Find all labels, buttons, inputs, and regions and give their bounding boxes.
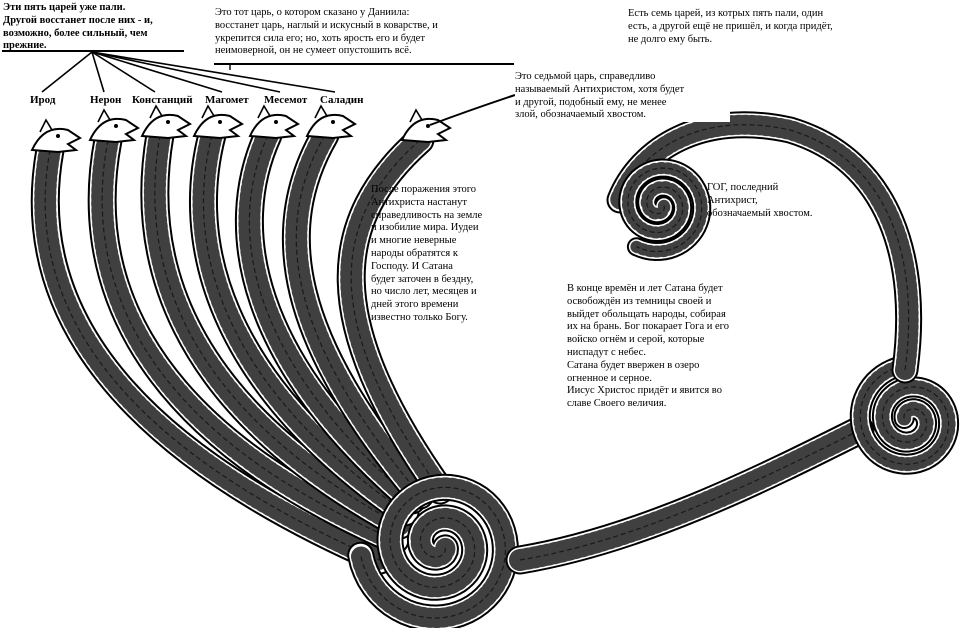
dragon-head-7	[402, 110, 450, 142]
gog-tail-spiral	[628, 168, 702, 252]
dragon-head-2	[90, 110, 138, 142]
dragon-head-6	[307, 106, 355, 138]
dragon-head-4	[194, 106, 242, 138]
head-label-neron: Нерон	[90, 94, 121, 107]
head-label-irod: Ирод	[30, 94, 55, 107]
five-kings-note: Эти пять царей уже пали. Другой восстане…	[3, 2, 183, 53]
after-defeat-note: После поражения этого Антихриста настану…	[371, 184, 521, 325]
dragon-head-3	[142, 106, 190, 138]
tail-lower	[520, 430, 860, 560]
seventh-head-pointer	[430, 95, 515, 125]
end-times-note: В конце времён и лет Сатана будет освобо…	[567, 283, 797, 411]
head-label-magomet: Магомет	[205, 94, 249, 107]
head-label-saladin: Саладин	[320, 94, 363, 107]
five-kings-pointer-1	[42, 52, 92, 92]
dragon-head-5	[250, 106, 298, 138]
dragon-head-1	[32, 120, 80, 152]
daniel-king-underline	[214, 63, 514, 65]
daniel-king-note: Это тот царь, о котором сказано у Даниил…	[215, 7, 515, 58]
seven-kings-note: Есть семь царей, из котрых пять пали, од…	[628, 8, 928, 46]
head-label-konstantsiy: Констанций	[132, 94, 193, 107]
head-label-mesemot: Месемот	[264, 94, 307, 107]
seventh-king-note: Это седьмой царь, справедливо называемый…	[515, 71, 730, 122]
gog-note: ГОГ, последний Антихрист, обозначаемый х…	[707, 182, 857, 220]
five-kings-pointer-4	[92, 52, 222, 92]
